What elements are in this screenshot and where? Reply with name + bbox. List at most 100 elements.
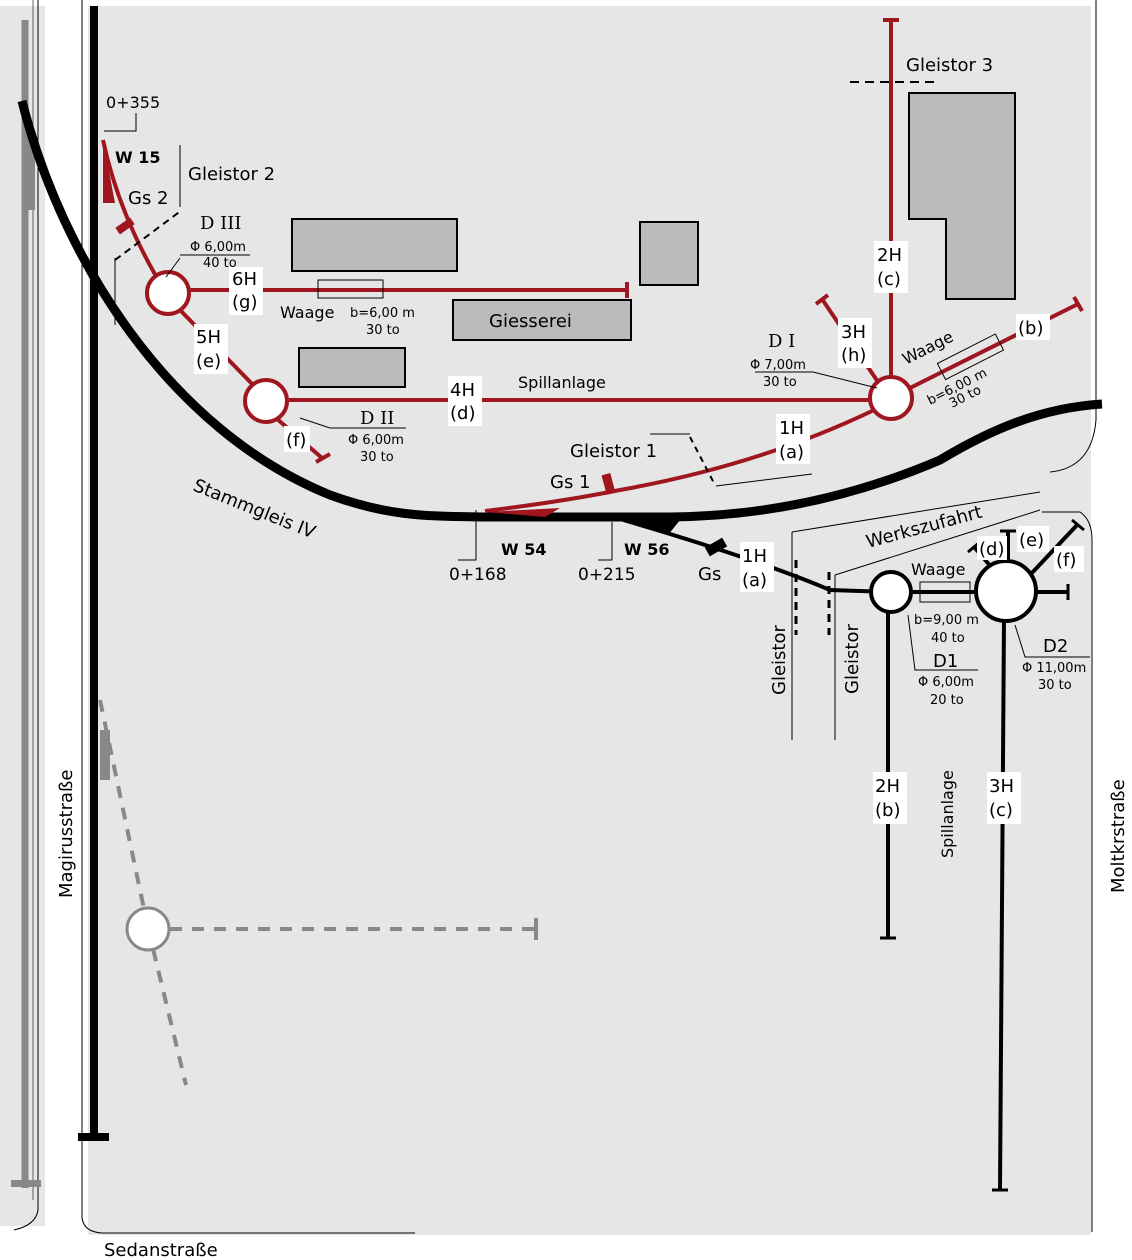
d3-name: D III bbox=[200, 213, 241, 234]
track-south-3h-sub: (c) bbox=[989, 800, 1013, 821]
south-road-lines bbox=[791, 491, 1090, 740]
d3-tons: 40 to bbox=[203, 256, 237, 271]
d1-south-dia: Φ 6,00m bbox=[918, 675, 974, 690]
km-w15: 0+355 bbox=[106, 93, 160, 112]
ghost-track-2 bbox=[146, 927, 188, 1086]
track-6h-label: 6H bbox=[232, 269, 257, 290]
track-4h-sub: (d) bbox=[450, 403, 475, 424]
waage-south bbox=[919, 581, 971, 603]
track-5h-label: 5H bbox=[196, 327, 221, 348]
d1-south-name: D1 bbox=[933, 651, 958, 672]
d1-dia: Φ 7,00m bbox=[750, 358, 806, 373]
track-3h-label: 3H bbox=[841, 322, 866, 343]
gleistor-south-b: Gleistor bbox=[842, 624, 863, 694]
track-south-d-label: (d) bbox=[979, 539, 1004, 560]
track-south-f-box bbox=[1054, 546, 1084, 572]
waage-south-label: Waage bbox=[911, 560, 965, 579]
w54-wedge bbox=[485, 508, 560, 517]
track-1h-label: 1H bbox=[779, 418, 804, 439]
track-south-d-box bbox=[977, 536, 1007, 560]
turntable-d1 bbox=[868, 375, 914, 421]
waage-north bbox=[317, 279, 384, 299]
d2-south-tons: 30 to bbox=[1038, 678, 1072, 693]
turntable-d3 bbox=[145, 270, 191, 316]
gs2-label: Gs 2 bbox=[128, 188, 169, 209]
track-south-2h-box bbox=[873, 772, 907, 824]
gs-south-label: Gs bbox=[698, 564, 721, 585]
track-2h-sub: (c) bbox=[877, 269, 901, 290]
d2-south-dia: Φ 11,00m bbox=[1022, 661, 1086, 676]
ghost-turntable bbox=[125, 906, 171, 952]
gs-south-marker bbox=[704, 537, 728, 557]
track-5h-sub: (e) bbox=[196, 351, 221, 372]
building-west bbox=[298, 347, 406, 388]
building-giesserei bbox=[452, 299, 632, 341]
buffer-south-f bbox=[1071, 518, 1085, 532]
street-south: Sedanstraße bbox=[104, 1240, 218, 1260]
building-north-2 bbox=[639, 221, 699, 286]
west-road-edge bbox=[13, 0, 39, 1231]
d2-name: D II bbox=[360, 408, 394, 429]
track-1h-sub: (a) bbox=[779, 442, 804, 463]
waage-north-label: Waage bbox=[280, 303, 334, 322]
track-south-1h-box bbox=[740, 542, 774, 592]
building-east bbox=[908, 92, 1016, 300]
track-south-e-label: (e) bbox=[1019, 530, 1044, 551]
d2-south-name: D2 bbox=[1043, 636, 1068, 657]
track-south-2h-label: 2H bbox=[875, 776, 900, 797]
buffer-f bbox=[315, 452, 331, 464]
stammgleis-curve bbox=[17, 99, 1103, 522]
track-f-west-label: (f) bbox=[286, 430, 306, 451]
east-edge-line bbox=[1049, 0, 1097, 473]
buffer-3h bbox=[814, 293, 830, 306]
turntable-south-d2 bbox=[974, 559, 1038, 623]
w54-label: W 54 bbox=[501, 540, 546, 559]
track-labels-north: 6H (g) 5H (e) 4H (d) (f) 3H (h) 2H (c) (… bbox=[194, 241, 1050, 464]
track-south-1h-sub: (a) bbox=[742, 570, 767, 591]
waage-south-tons: 40 to bbox=[931, 631, 965, 646]
gs2-marker bbox=[115, 217, 135, 235]
buffer-b bbox=[1072, 296, 1084, 312]
track-south-2h-sub: (b) bbox=[875, 800, 900, 821]
old-track-end bbox=[11, 1180, 41, 1187]
km-w56: 0+215 bbox=[578, 565, 636, 585]
gleistor2-line bbox=[114, 209, 183, 261]
ghost-signal bbox=[100, 730, 110, 780]
gs1-marker bbox=[601, 473, 616, 495]
waage-north-width: b=6,00 m bbox=[350, 306, 415, 321]
spillanlage-north: Spillanlage bbox=[518, 373, 606, 392]
d2-tons: 30 to bbox=[360, 450, 394, 465]
track-south-3h-box bbox=[987, 772, 1021, 824]
track-south-e-box bbox=[1017, 526, 1049, 552]
gleistor1-line bbox=[689, 436, 716, 486]
d3-dia: Φ 6,00m bbox=[190, 240, 246, 255]
track-6h-sub: (g) bbox=[232, 292, 257, 313]
red-network bbox=[101, 22, 1079, 513]
waage-north-tons: 30 to bbox=[366, 323, 400, 338]
gs1-label: Gs 1 bbox=[550, 472, 591, 493]
street-west: Magirusstraße bbox=[56, 770, 77, 898]
building-north-1 bbox=[291, 218, 458, 272]
west-edge-line bbox=[81, 0, 415, 1234]
turntable-d2 bbox=[243, 378, 289, 424]
km-w54: 0+168 bbox=[449, 565, 507, 585]
gleistor3-label: Gleistor 3 bbox=[906, 55, 993, 76]
gleistor1-label: Gleistor 1 bbox=[570, 441, 657, 462]
track-1h bbox=[484, 408, 875, 513]
waage-south-width: b=9,00 m bbox=[914, 613, 979, 628]
track-south-1h-label: 1H bbox=[742, 546, 767, 567]
track-4h-label: 4H bbox=[450, 380, 475, 401]
waage-east bbox=[936, 333, 1005, 381]
w15-label: W 15 bbox=[115, 148, 160, 167]
track-b-label: (b) bbox=[1018, 318, 1043, 339]
street-east: Moltkrstraße bbox=[1108, 779, 1129, 893]
track-south-f-label: (f) bbox=[1056, 550, 1076, 571]
south-plant-edge bbox=[1042, 511, 1093, 1232]
w56-label: W 56 bbox=[624, 540, 669, 559]
spillanlage-south: Spillanlage bbox=[938, 770, 957, 858]
mainline-buffer bbox=[78, 1133, 109, 1141]
ghost-signal-2 bbox=[25, 130, 35, 210]
turntable-south-d1 bbox=[869, 570, 913, 614]
leader-lines bbox=[104, 113, 878, 561]
